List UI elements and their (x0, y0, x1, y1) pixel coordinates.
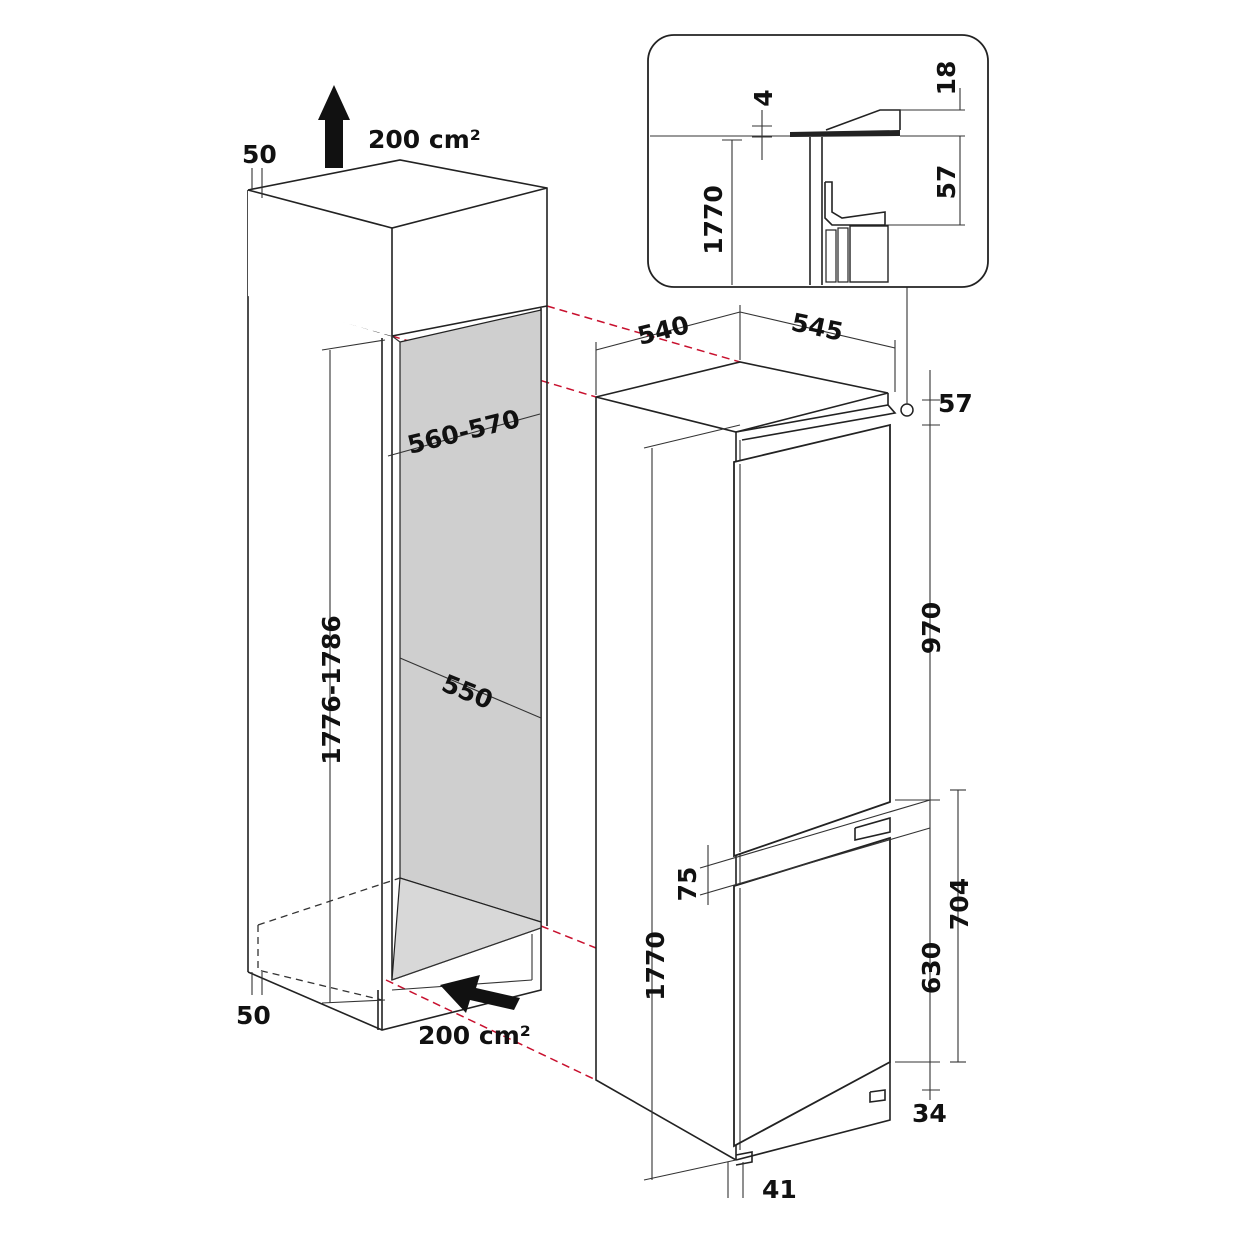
airflow-arrow-up-icon (318, 85, 350, 168)
fridge-freezer (595, 286, 914, 1166)
niche-back-panel (399, 309, 542, 923)
detail-hinge-label: 57 (932, 165, 961, 200)
kitchen-cabinet (247, 159, 548, 1031)
lower-section-label: 704 (945, 878, 974, 930)
appliance-top-gap-label: 57 (938, 389, 973, 418)
airflow-arrow-in-icon (440, 975, 520, 1013)
hinge-detail-panel (647, 34, 989, 288)
detail-height-label: 1770 (699, 185, 728, 255)
appliance-height-label: 1770 (641, 931, 670, 1001)
detail-gap-a-label: 4 (749, 89, 778, 106)
detail-gap-b-label: 18 (932, 61, 961, 96)
cabinet-top-gap-label: 50 (242, 140, 277, 169)
appliance-bottom-gap-label: 34 (912, 1099, 947, 1128)
appliance-width-label: 545 (789, 308, 846, 347)
lower-door (733, 836, 891, 1148)
cabinet-dimension-lines (321, 339, 542, 1004)
lower-door-label: 630 (917, 942, 946, 994)
door-gap-label: 75 (673, 867, 702, 902)
appliance-dimension-lines (595, 305, 966, 1198)
vent-top-label: 200 cm² (368, 125, 481, 154)
niche-height-label: 1776-1786 (317, 615, 346, 765)
appliance-depth-label: 540 (634, 310, 692, 351)
upper-door (733, 423, 891, 858)
upper-door-label: 970 (917, 602, 946, 654)
foot-label: 41 (762, 1175, 797, 1204)
upper-cabinet (248, 188, 547, 336)
vent-bottom-label: 200 cm² (418, 1021, 531, 1050)
cabinet-bottom-gap-label: 50 (236, 1001, 271, 1030)
